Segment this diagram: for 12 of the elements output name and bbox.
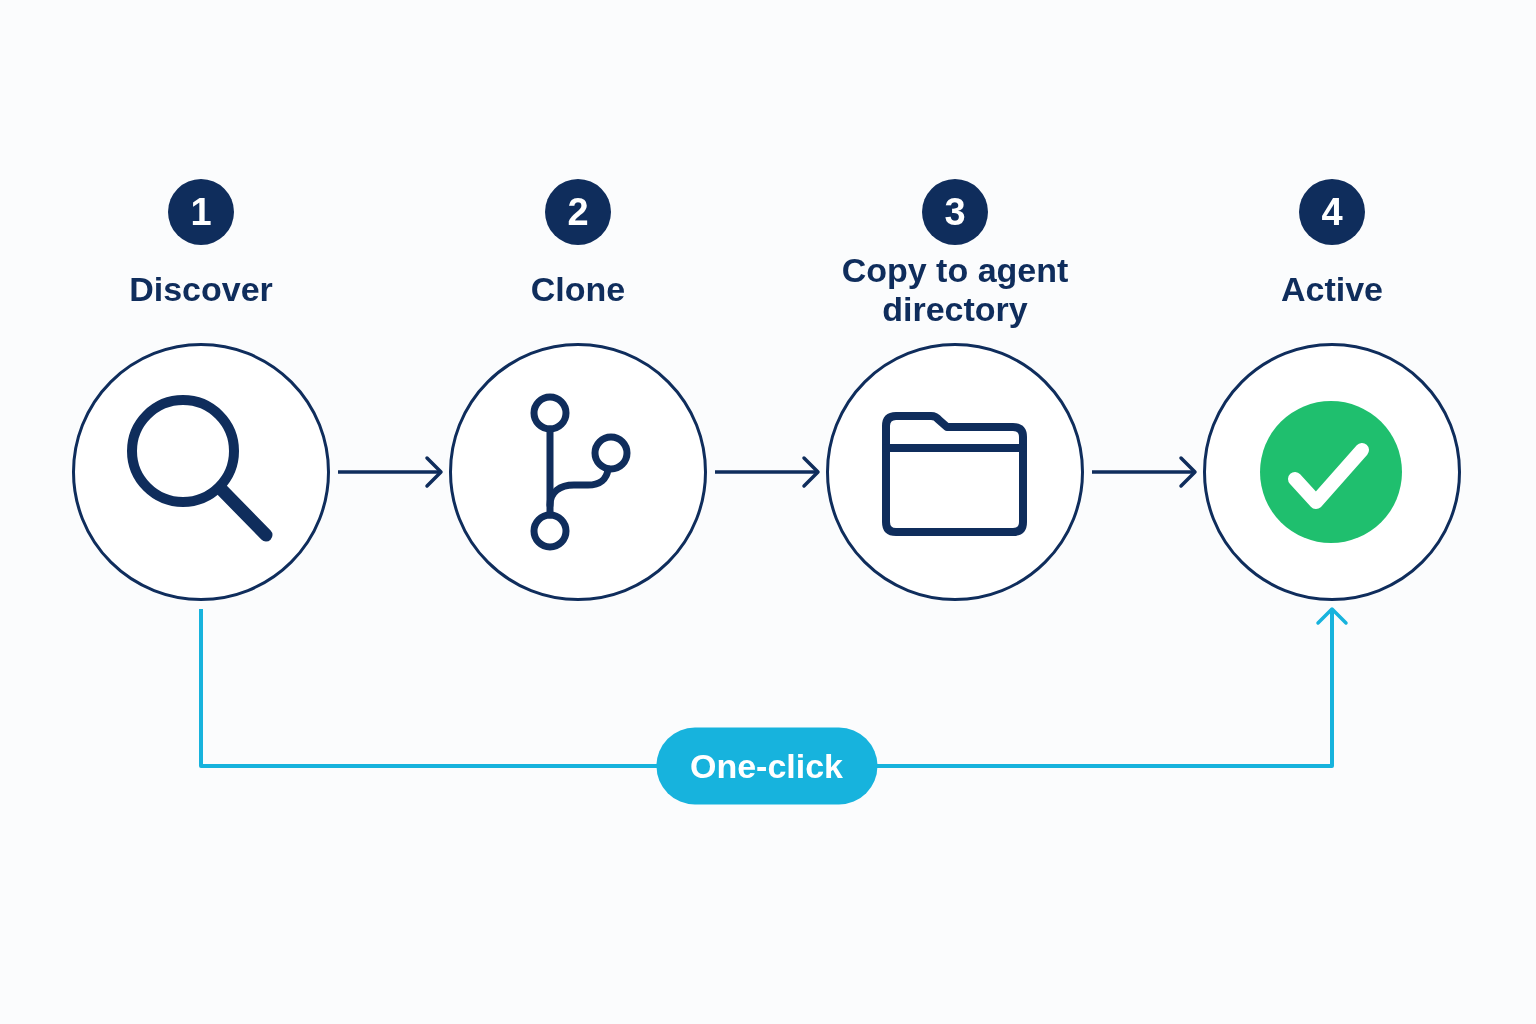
- arrow: [1092, 456, 1197, 488]
- step-title: Active: [1280, 270, 1384, 310]
- arrow: [715, 456, 820, 488]
- step-title: Clone: [530, 270, 626, 310]
- step-number: 3: [922, 179, 988, 245]
- step-number: 1: [168, 179, 234, 245]
- edge-label: One-click: [655, 727, 878, 805]
- step-title: Copy to agent directory: [840, 250, 1070, 330]
- step-number: 4: [1299, 179, 1365, 245]
- step-title: Discover: [129, 270, 273, 310]
- arrow: [338, 456, 443, 488]
- step-number: 2: [545, 179, 611, 245]
